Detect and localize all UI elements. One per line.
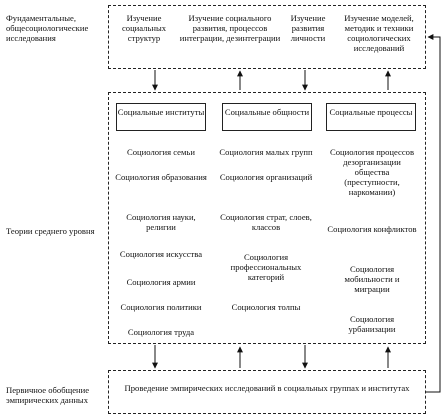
col2-item-crowd: Социология толпы xyxy=(231,302,301,312)
top-item-social-development: Изучение социального развития, процессов… xyxy=(179,13,281,43)
middle-range-theories-box xyxy=(108,92,426,344)
col1-item-labor: Социология труда xyxy=(127,327,195,337)
col1-item-politics: Социология политики xyxy=(120,302,202,312)
label-middle-range-theories: Теории среднего уровня xyxy=(6,226,95,236)
col2-item-strata-classes: Социология страт, слоев, классов xyxy=(220,212,312,232)
header-social-institutions: Социальные институты xyxy=(116,103,206,131)
col3-item-mobility-migration: Социология мобильности и миграции xyxy=(344,264,400,294)
col1-item-art: Социология искусства xyxy=(119,249,203,259)
col2-item-organizations: Социология организаций xyxy=(219,172,313,182)
fundamental-research-box xyxy=(108,5,426,69)
col1-item-education: Социология образования xyxy=(115,172,207,182)
label-empirical-generalization: Первичное обобщение эмпирических данных xyxy=(6,385,90,405)
col1-item-science-religion: Социология науки, религии xyxy=(126,212,196,232)
col2-item-professional-categories: Социология профессиональных категорий xyxy=(230,252,302,282)
label-fundamental-research: Фундаментальные, общесоциологические исс… xyxy=(6,13,89,43)
col3-item-disorganization: Социология процессов дезорганизации обще… xyxy=(329,147,415,197)
top-item-social-structures: Изучение социальных структур xyxy=(121,13,167,43)
empirical-research-box xyxy=(108,370,426,414)
header-social-communities: Социальные общности xyxy=(222,103,312,131)
col3-item-urbanization: Социология урбанизации xyxy=(348,314,396,334)
top-item-research-methods: Изучение моделей, методик и техники соци… xyxy=(344,13,414,53)
col1-item-family: Социология семьи xyxy=(127,147,195,157)
feedback-loop-arrow xyxy=(426,34,441,393)
bottom-box-text: Проведение эмпирических исследований в с… xyxy=(124,383,410,393)
col3-item-conflicts: Социология конфликтов xyxy=(327,224,417,234)
col1-item-army: Социология армии xyxy=(126,277,196,287)
header-social-processes: Социальные процессы xyxy=(326,103,416,131)
col2-item-small-groups: Социология малых групп xyxy=(219,147,313,157)
top-item-personality-development: Изучение развития личности xyxy=(290,13,326,43)
